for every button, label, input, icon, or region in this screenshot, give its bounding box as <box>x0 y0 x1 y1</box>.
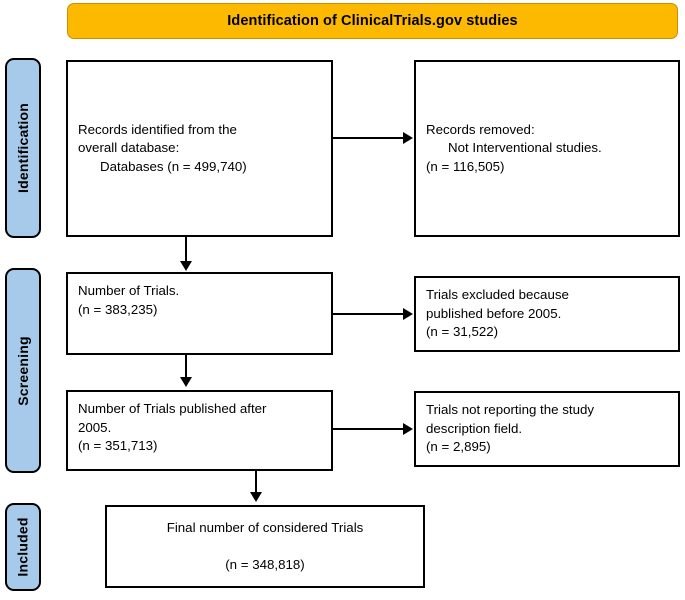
box-trials-no-description-field-line-1: Trials not reporting the study <box>426 402 595 417</box>
arrow-down-icon-trials-to-after2005 <box>180 377 192 387</box>
box-final-number-of-trials: Final number of considered Trials (n = 3… <box>105 505 425 588</box>
box-records-identified-line-2: overall database: <box>78 140 180 156</box>
box-trials-published-after-2005: Number of Trials published after 2005. (… <box>66 390 333 471</box>
box-trials-excluded-before-2005-line-3: (n = 31,522) <box>426 324 499 340</box>
box-records-identified: Records identified from the overall data… <box>66 60 333 237</box>
box-trials-no-description-field-line-2: description field. <box>426 420 523 436</box>
stage-tab-included-label: Included <box>15 517 32 577</box>
box-final-number-of-trials-line-2: (n = 348,818) <box>225 556 305 572</box>
box-records-removed-line-3: (n = 116,505) <box>426 158 505 174</box>
box-records-removed: Records removed: Not Interventional stud… <box>414 60 680 237</box>
connector-after2005-to-final <box>255 471 257 496</box>
connector-trials-to-after2005 <box>185 355 187 381</box>
connector-after2005-to-nodescription <box>333 428 405 430</box>
connector-identified-to-trials <box>185 237 187 265</box>
connector-identified-to-removed <box>333 137 405 139</box>
box-trials-excluded-before-2005-line-1: Trials excluded because <box>426 287 569 302</box>
box-final-spacer <box>117 537 413 556</box>
box-trials-excluded-before-2005: Trials excluded because published before… <box>414 276 680 352</box>
box-records-identified-line-1: Records identified from the <box>78 121 237 137</box>
arrow-right-icon-after2005-to-nodescription <box>403 423 413 435</box>
arrow-right-icon-identified-to-removed <box>403 132 413 144</box>
arrow-right-icon-trials-to-excluded <box>403 308 413 320</box>
diagram-header-banner: Identification of ClinicalTrials.gov stu… <box>67 3 678 39</box>
box-trials-no-description-field-line-3: (n = 2,895) <box>426 439 491 455</box>
box-records-removed-line-2: Not Interventional studies. <box>448 140 602 156</box>
box-records-removed-line-1: Records removed: <box>426 121 535 137</box>
stage-tab-screening: Screening <box>5 268 41 473</box>
stage-tab-screening-label: Screening <box>15 335 31 406</box>
box-trials-no-description-field: Trials not reporting the study descripti… <box>414 391 680 467</box>
box-final-number-of-trials-line-1: Final number of considered Trials <box>166 519 364 535</box>
box-number-of-trials-line-1: Number of Trials. <box>78 283 180 298</box>
stage-tab-identification-label: Identification <box>15 103 32 193</box>
header-title: Identification of ClinicalTrials.gov stu… <box>227 13 518 29</box>
arrow-down-icon-identified-to-trials <box>180 261 192 271</box>
arrow-down-icon-after2005-to-final <box>250 492 262 502</box>
box-trials-published-after-2005-line-3: (n = 351,713) <box>78 438 158 454</box>
connector-trials-to-excluded <box>333 313 405 315</box>
box-number-of-trials: Number of Trials. (n = 383,235) <box>66 272 333 355</box>
box-number-of-trials-line-2: (n = 383,235) <box>78 301 158 317</box>
box-trials-published-after-2005-line-1: Number of Trials published after <box>78 401 267 416</box>
stage-tab-identification: Identification <box>5 58 41 238</box>
box-trials-published-after-2005-line-2: 2005. <box>78 419 112 435</box>
stage-tab-included: Included <box>5 503 41 591</box>
box-records-identified-line-3: Databases (n = 499,740) <box>100 158 247 174</box>
box-trials-excluded-before-2005-line-2: published before 2005. <box>426 305 562 321</box>
